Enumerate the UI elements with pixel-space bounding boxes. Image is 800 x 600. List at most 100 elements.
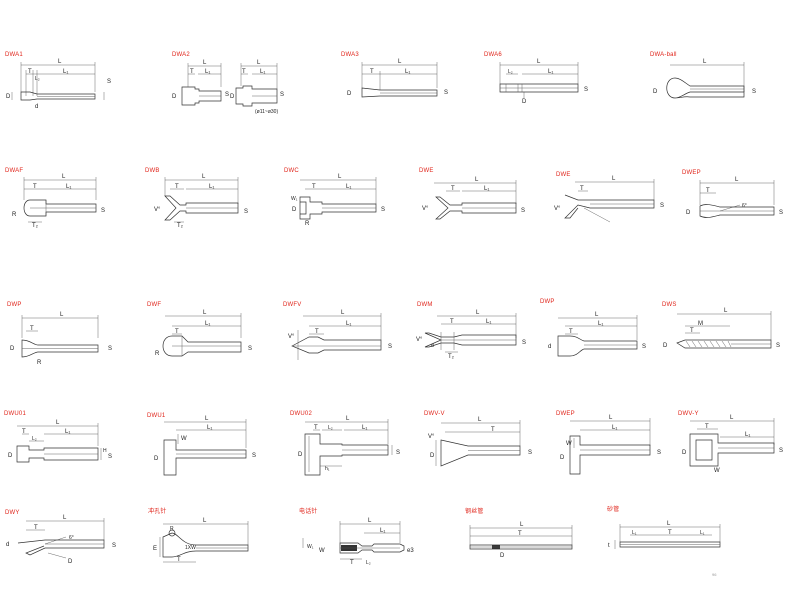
- dim-D: D: [154, 456, 159, 462]
- dim-S: S: [112, 543, 116, 549]
- dim-D: D: [663, 343, 668, 349]
- dim-L: L: [724, 308, 728, 314]
- dim-T: T: [175, 329, 179, 335]
- dim-R: R: [170, 526, 174, 532]
- dim-W1: W₁: [307, 544, 314, 550]
- dim-L: L: [338, 174, 342, 180]
- dim-T: T: [30, 326, 34, 332]
- tool-code-label: DWA6: [484, 52, 502, 58]
- tool-code-label: DWU1: [147, 413, 166, 419]
- dim-L: L: [203, 518, 207, 524]
- dim-L1: L₁: [205, 69, 210, 75]
- dim-W1: W₁: [291, 196, 298, 202]
- dim-L: L: [476, 310, 480, 316]
- dim-V: V°: [428, 434, 435, 440]
- dim-L: L: [63, 515, 67, 521]
- dim-L: L: [398, 59, 402, 65]
- dim-L: L: [368, 518, 372, 524]
- dim-L: L: [341, 310, 345, 316]
- dim-H: H: [103, 448, 107, 454]
- dim-D: D: [500, 553, 505, 559]
- dim-D: D: [8, 453, 13, 459]
- dim-S: S: [396, 450, 400, 456]
- dim-D: D: [347, 91, 352, 97]
- dim-T: T: [569, 329, 573, 335]
- dim-L1: L₁: [63, 69, 68, 75]
- dim-S: S: [528, 450, 532, 456]
- dim-T: T: [314, 425, 318, 431]
- dim-D: D: [68, 559, 73, 565]
- dim-D: D: [682, 450, 687, 456]
- dim-L: L: [667, 521, 671, 527]
- dim-L: L: [202, 174, 206, 180]
- dim-T: T: [175, 184, 179, 190]
- dim-d: d: [548, 344, 551, 350]
- dim-L: L: [62, 174, 66, 180]
- tool-code-label: 砂管: [607, 507, 620, 513]
- dim-D: D: [653, 89, 658, 95]
- dim-L: L: [203, 310, 207, 316]
- dim-S: S: [107, 79, 111, 85]
- dim-T: T: [315, 329, 319, 335]
- dim-D: D: [430, 453, 435, 459]
- dim-T: T: [28, 69, 32, 75]
- dim-T: T: [177, 557, 181, 563]
- dim-L1: L₁: [745, 432, 750, 438]
- tool-code-label: DWAF: [5, 168, 24, 174]
- dim-D: D: [292, 207, 297, 213]
- dim-L1: L₁: [598, 321, 603, 327]
- dim-L2: L₂: [35, 76, 40, 82]
- dim-T: T: [491, 427, 495, 433]
- dim-S: S: [660, 203, 664, 209]
- dim-L1: L₁: [380, 528, 385, 534]
- dim-D: D: [172, 94, 177, 100]
- tool-code-label: 电话针: [299, 509, 318, 515]
- dim-T: T: [705, 424, 709, 430]
- dim-M: M: [698, 321, 703, 327]
- tool-code-label: 冲孔针: [148, 509, 167, 515]
- dim-D: D: [10, 346, 15, 352]
- dim-L: L: [703, 59, 707, 65]
- dim-W: W: [181, 436, 187, 442]
- dim-L1: L₁: [346, 184, 351, 190]
- dim-L: L: [56, 420, 60, 426]
- dim-S: S: [584, 87, 588, 93]
- dim-T: T: [668, 530, 672, 536]
- tool-code-label: DWU02: [290, 411, 313, 417]
- dim-D: D: [686, 210, 691, 216]
- dim-L1: L₁: [207, 425, 212, 431]
- dim-range: (ø11~ø30): [255, 109, 278, 115]
- dim-S: S: [522, 340, 526, 346]
- tool-code-label: DWP: [7, 302, 22, 308]
- dim-T: T: [451, 186, 455, 192]
- tool-code-label: DWE: [556, 172, 571, 178]
- dim-L1: L₁: [632, 530, 637, 536]
- dim-L1: L₁: [484, 186, 489, 192]
- dim-S: S: [776, 343, 780, 349]
- tool-code-label: DWV-V: [424, 411, 445, 417]
- tool-code-label: DWA-ball: [650, 52, 677, 58]
- tool-code-label: DWA1: [5, 52, 23, 58]
- dim-W: W: [566, 441, 572, 447]
- dim-V: V°: [416, 337, 423, 343]
- dim-T: T: [312, 184, 316, 190]
- dim-d: d: [6, 542, 9, 548]
- tool-code-label: DWE: [419, 168, 434, 174]
- dim-L: L: [612, 176, 616, 182]
- dim-T: T: [370, 69, 374, 75]
- dim-T: T: [706, 188, 710, 194]
- dim-T: T: [580, 186, 584, 192]
